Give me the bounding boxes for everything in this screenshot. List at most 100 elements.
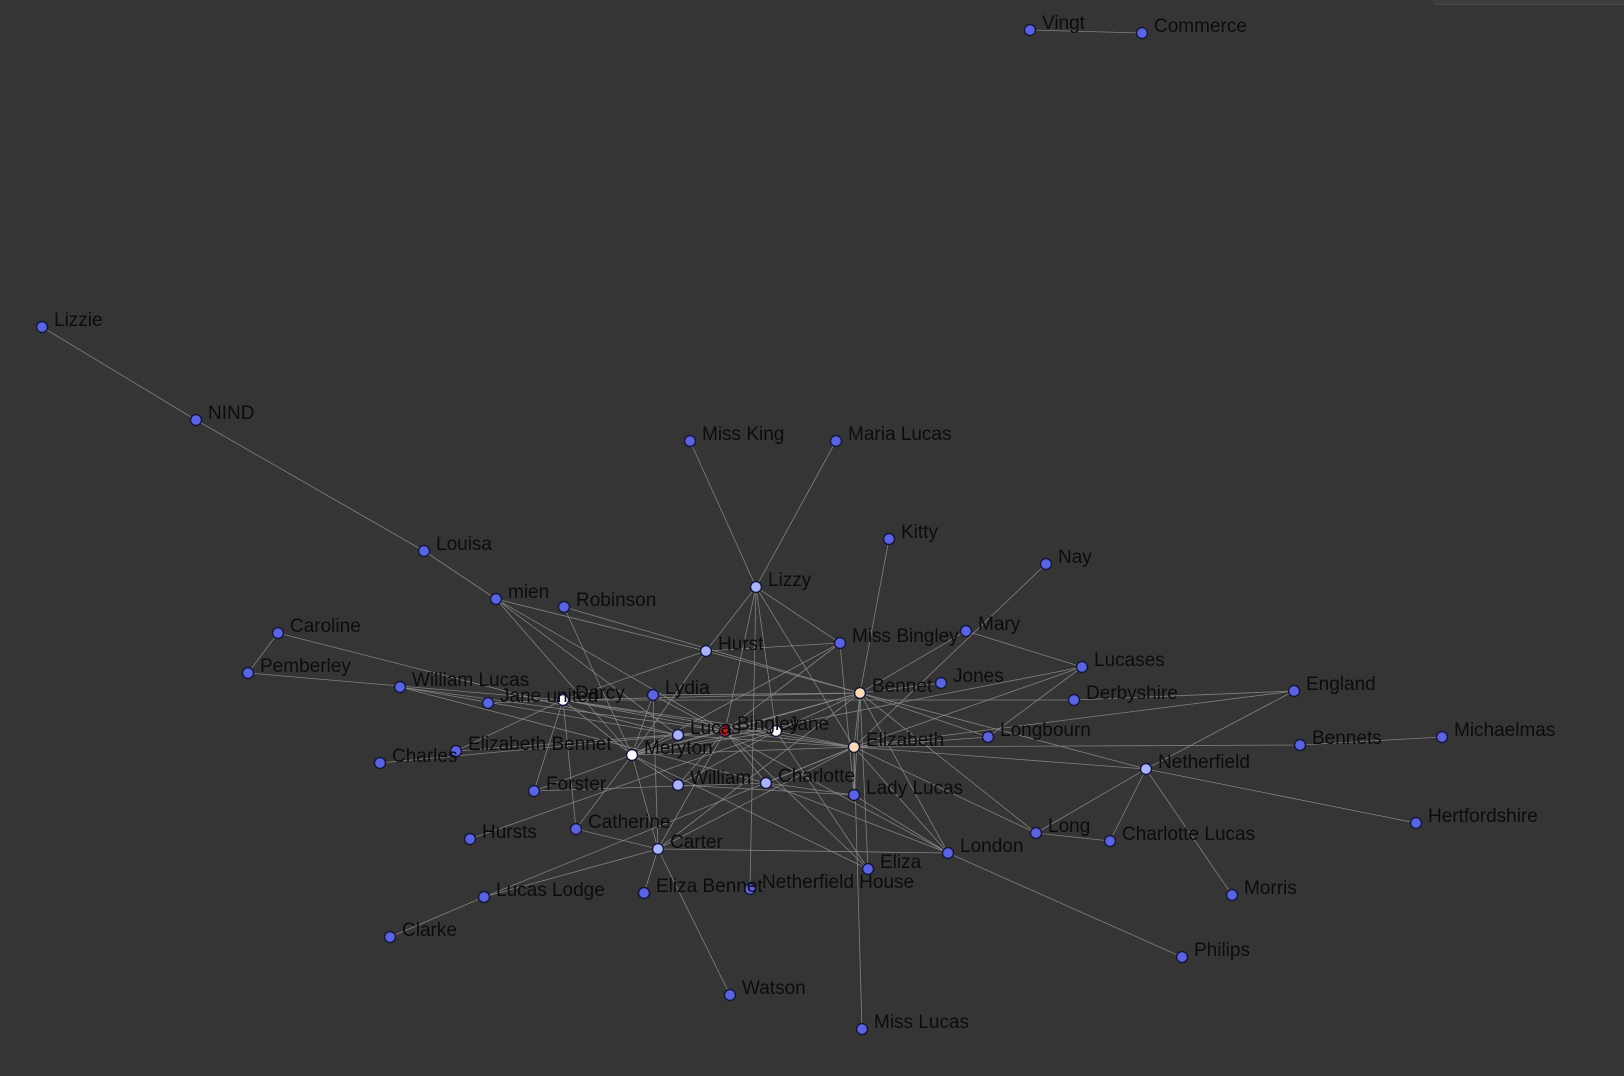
node-pemberley[interactable]: [241, 666, 255, 680]
node-label-meryton: Meryton: [644, 738, 713, 759]
edge-bennet-jane: [775, 692, 861, 732]
edge-bennet-meryton: [631, 692, 861, 756]
edge-jones-bennet: [859, 682, 942, 694]
node-label-lucas-lodge: Lucas Lodge: [496, 880, 605, 901]
node-label-lucases: Lucases: [1094, 650, 1165, 671]
edge-derbyshire-england: [1073, 690, 1295, 701]
node-label-caroline: Caroline: [290, 616, 361, 637]
node-lucases[interactable]: [1075, 660, 1089, 674]
node-eliza[interactable]: [861, 862, 875, 876]
node-robinson[interactable]: [557, 600, 571, 614]
node-bingley[interactable]: [718, 724, 732, 738]
node-lizzy[interactable]: [749, 580, 763, 594]
node-charlotte[interactable]: [759, 776, 773, 790]
edge-lizzy-hurst: [705, 586, 757, 652]
node-michaelmas[interactable]: [1435, 730, 1449, 744]
edge-elizabeth-longbourn: [853, 736, 989, 748]
node-jones[interactable]: [934, 676, 948, 690]
node-miss-king[interactable]: [683, 434, 697, 448]
node-hertfordshire[interactable]: [1409, 816, 1423, 830]
node-netherfield[interactable]: [1139, 762, 1153, 776]
node-darcy[interactable]: [556, 693, 570, 707]
node-morris[interactable]: [1225, 888, 1239, 902]
node-longbourn[interactable]: [981, 730, 995, 744]
node-carter[interactable]: [651, 842, 665, 856]
node-jane[interactable]: [769, 724, 783, 738]
node-mary[interactable]: [959, 624, 973, 638]
edge-bennet-carter: [657, 692, 861, 850]
edge-lizzy-netherfield_house: [749, 586, 757, 890]
node-england[interactable]: [1287, 684, 1301, 698]
node-label-longbourn: Longbourn: [1000, 720, 1091, 741]
node-netherfield-house[interactable]: [743, 882, 757, 896]
node-caroline[interactable]: [271, 626, 285, 640]
node-mien[interactable]: [489, 592, 503, 606]
node-kitty[interactable]: [882, 532, 896, 546]
node-charles[interactable]: [373, 756, 387, 770]
node-miss-lucas[interactable]: [855, 1022, 869, 1036]
node-charlotte-lucas[interactable]: [1103, 834, 1117, 848]
panel-corner-tab[interactable]: [1433, 0, 1624, 5]
node-label-carter: Carter: [670, 832, 723, 853]
node-lucas[interactable]: [671, 728, 685, 742]
node-william-lucas[interactable]: [393, 680, 407, 694]
node-catherine[interactable]: [569, 822, 583, 836]
edge-lucas-meryton: [631, 734, 679, 756]
graph-nodes: [35, 23, 1449, 1036]
node-nind[interactable]: [189, 413, 203, 427]
node-long[interactable]: [1029, 826, 1043, 840]
node-watson[interactable]: [723, 988, 737, 1002]
node-label-louisa: Louisa: [436, 534, 492, 555]
node-elizabeth-bennet[interactable]: [449, 744, 463, 758]
node-label-mary: Mary: [978, 614, 1021, 635]
node-lady-lucas[interactable]: [847, 788, 861, 802]
node-miss-bingley[interactable]: [833, 636, 847, 650]
edge-darcy-meryton: [562, 699, 633, 756]
node-derbyshire[interactable]: [1067, 693, 1081, 707]
node-william[interactable]: [671, 778, 685, 792]
edge-elizabeth-netherfield: [853, 746, 1147, 770]
node-lizzie[interactable]: [35, 320, 49, 334]
edge-hurst-bennet: [705, 650, 861, 694]
edge-elizabeth-london: [853, 746, 949, 854]
node-label-charlotte-lucas: Charlotte Lucas: [1122, 824, 1255, 845]
node-label-miss-king: Miss King: [702, 424, 784, 445]
node-nay[interactable]: [1039, 557, 1053, 571]
node-label-lucas: Lucas: [690, 718, 741, 739]
edge-mien-hurst: [495, 598, 707, 652]
node-hursts[interactable]: [463, 832, 477, 846]
edge-robinson-meryton: [563, 606, 633, 756]
node-hurst[interactable]: [699, 644, 713, 658]
node-london[interactable]: [941, 846, 955, 860]
node-meryton[interactable]: [625, 748, 639, 762]
node-label-vingt: Vingt: [1042, 13, 1086, 34]
node-jane-united[interactable]: [481, 696, 495, 710]
edge-nind-louisa: [195, 419, 425, 552]
node-label-nay: Nay: [1058, 547, 1092, 568]
edge-lady_lucas-london: [853, 794, 949, 854]
edge-bingley-william: [677, 730, 726, 786]
node-philips[interactable]: [1175, 950, 1189, 964]
node-bennets[interactable]: [1293, 738, 1307, 752]
node-lydia[interactable]: [646, 688, 660, 702]
edge-meryton-william: [631, 754, 679, 786]
edge-bennet-london: [859, 692, 949, 854]
node-label-darcy: Darcy: [575, 683, 625, 704]
edge-netherfield-long: [1035, 768, 1147, 834]
node-maria-lucas[interactable]: [829, 434, 843, 448]
node-bennet[interactable]: [853, 686, 867, 700]
edge-lizzy-elizabeth: [755, 586, 855, 748]
node-lucas-lodge[interactable]: [477, 890, 491, 904]
node-eliza-bennet[interactable]: [637, 886, 651, 900]
edge-elizabeth-bennets: [853, 744, 1301, 748]
node-commerce[interactable]: [1135, 26, 1149, 40]
node-forster[interactable]: [527, 784, 541, 798]
node-elizabeth[interactable]: [847, 740, 861, 754]
edge-jane-meryton: [631, 730, 777, 756]
edge-miss_king-lizzy: [689, 440, 757, 588]
node-vingt[interactable]: [1023, 23, 1037, 37]
node-clarke[interactable]: [383, 930, 397, 944]
node-louisa[interactable]: [417, 544, 431, 558]
